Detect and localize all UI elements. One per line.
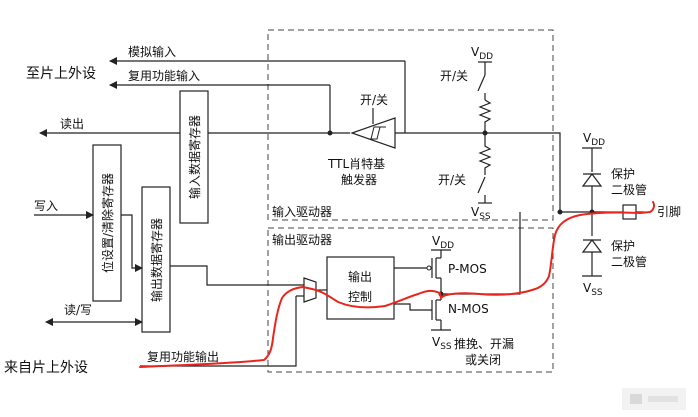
set-reset-to-output-wire <box>121 214 143 272</box>
pull-up-vdd-label: VDD <box>471 45 493 62</box>
pull-up-resistor <box>478 99 492 133</box>
bit-set-reset-register <box>92 144 122 302</box>
alt-input-label: 复用功能输入 <box>128 68 200 83</box>
schmitt-on-off-label: 开/关 <box>360 93 388 107</box>
pull-up-switch-label: 开/关 <box>440 69 468 83</box>
input-data-register-label: 输入数据寄存器 <box>187 115 202 199</box>
output-control-label-2: 控制 <box>348 290 372 304</box>
upper-diode-label-1: 保护 <box>611 167 635 181</box>
pin-label: 引脚 <box>657 204 681 219</box>
pull-down-switch <box>477 176 486 194</box>
output-mux <box>303 277 317 303</box>
schmitt-label-1: TTL肖特基 <box>327 156 385 171</box>
output-vss-label: VSS <box>432 335 452 352</box>
bit-set-reset-register-label: 位设置/清除寄存器 <box>100 173 115 273</box>
output-vdd-label: VDD <box>432 234 454 251</box>
to-peripheral-label: 至片上外设 <box>26 66 96 82</box>
output-control-label-1: 输出 <box>348 269 372 284</box>
read-junction <box>327 130 333 136</box>
write-label: 写入 <box>34 199 58 213</box>
alt-output-wire <box>140 296 297 367</box>
output-register-to-mux-wire <box>170 265 304 286</box>
output-mode-label-1: 推挽、开漏 <box>454 337 514 351</box>
lower-diode-label-1: 保护 <box>611 239 635 253</box>
input-bus-wire <box>485 132 561 212</box>
from-peripheral-label: 来自片上外设 <box>4 360 88 376</box>
protection-vss-label: VSS <box>583 281 603 298</box>
read-label: 读出 <box>60 117 84 131</box>
output-driver-box <box>267 227 554 373</box>
output-control-block <box>326 256 395 320</box>
output-data-register-label: 输出数据寄存器 <box>149 218 164 302</box>
schmitt-label-2: 触发器 <box>341 172 377 187</box>
highlighted-signal-path <box>139 201 655 368</box>
analog-input-label: 模拟输入 <box>128 44 176 59</box>
drain-to-pin-wire <box>441 212 521 295</box>
lower-protection-diode <box>581 239 603 253</box>
output-driver-title: 输出驱动器 <box>272 232 332 247</box>
input-driver-box <box>267 29 554 221</box>
output-mode-label-2: 或关闭 <box>465 353 501 367</box>
input-data-register <box>179 90 209 224</box>
pull-down-switch-label: 开/关 <box>438 173 466 187</box>
alt-output-label: 复用功能输出 <box>147 349 219 364</box>
nmos-label: N-MOS <box>448 302 489 316</box>
pull-down-vss-label: VSS <box>471 205 491 222</box>
pull-down-resistor <box>478 133 492 175</box>
upper-diode-label-2: 二极管 <box>611 182 647 197</box>
lower-diode-label-2: 二极管 <box>611 254 647 269</box>
upper-protection-diode <box>581 173 603 187</box>
input-driver-title: 输入驱动器 <box>272 204 332 219</box>
pmos-label: P-MOS <box>448 262 487 276</box>
protection-vdd-label: VDD <box>583 131 605 148</box>
pull-up-switch <box>477 74 486 92</box>
output-data-register <box>141 186 171 333</box>
read-write-label: 读/写 <box>64 303 92 317</box>
